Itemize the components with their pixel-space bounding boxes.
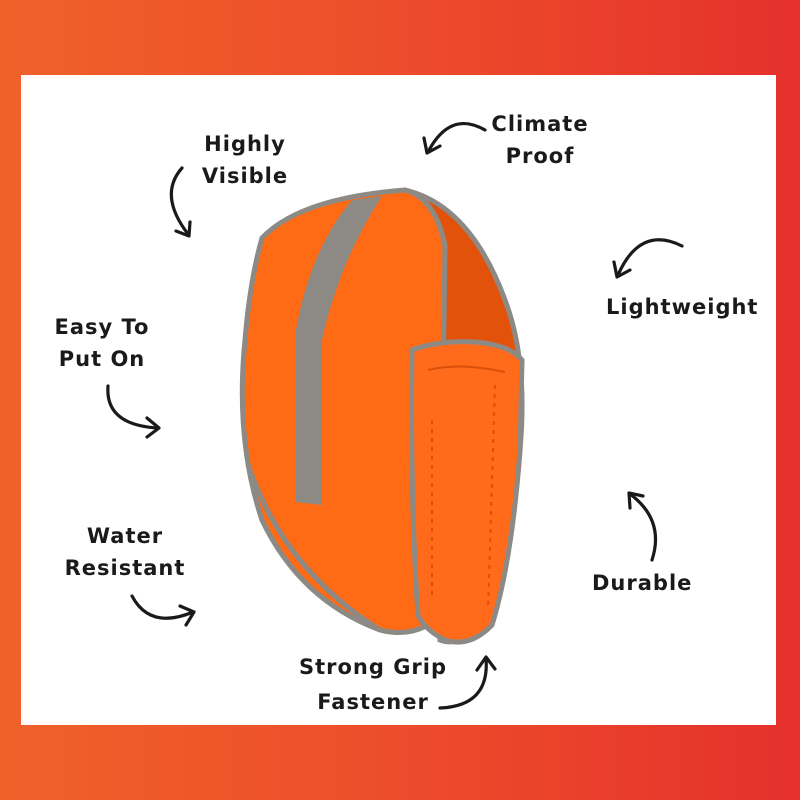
callout-strong-grip-line2: Fastener [317,690,429,714]
callout-climate-proof-line1: Climate [491,112,589,136]
curved-arrow-icon [106,384,161,439]
callout-climate-proof-line2: Proof [505,144,575,168]
curved-arrow-icon [169,166,192,238]
callout-highly-visible: Highly Visible [190,128,300,192]
callout-highly-visible-line2: Visible [201,164,289,188]
callout-water-resistant: Water Resistant [60,520,190,584]
curved-arrow-icon [612,238,684,279]
callout-easy-to-put-on-line2: Put On [58,347,146,371]
callout-strong-grip-fastener: Strong Grip Fastener [286,651,460,718]
callout-climate-proof: Climate Proof [480,108,600,172]
callout-highly-visible-line1: Highly [204,132,286,156]
callout-water-resistant-line2: Resistant [64,556,186,580]
armband-image [239,187,525,645]
callout-durable-line1: Durable [592,571,693,595]
curved-arrow-icon [422,121,487,155]
callout-easy-to-put-on: Easy To Put On [44,311,160,375]
callout-water-resistant-line1: Water [86,524,164,548]
callout-strong-grip-line1: Strong Grip [298,655,448,679]
curved-arrow-icon [130,594,196,627]
callout-easy-to-put-on-line1: Easy To [54,315,150,339]
callout-lightweight: Lightweight [606,291,758,323]
curved-arrow-icon [627,491,658,562]
callout-durable: Durable [592,567,692,599]
callout-lightweight-line1: Lightweight [606,295,759,319]
curved-arrow-icon [438,655,497,710]
